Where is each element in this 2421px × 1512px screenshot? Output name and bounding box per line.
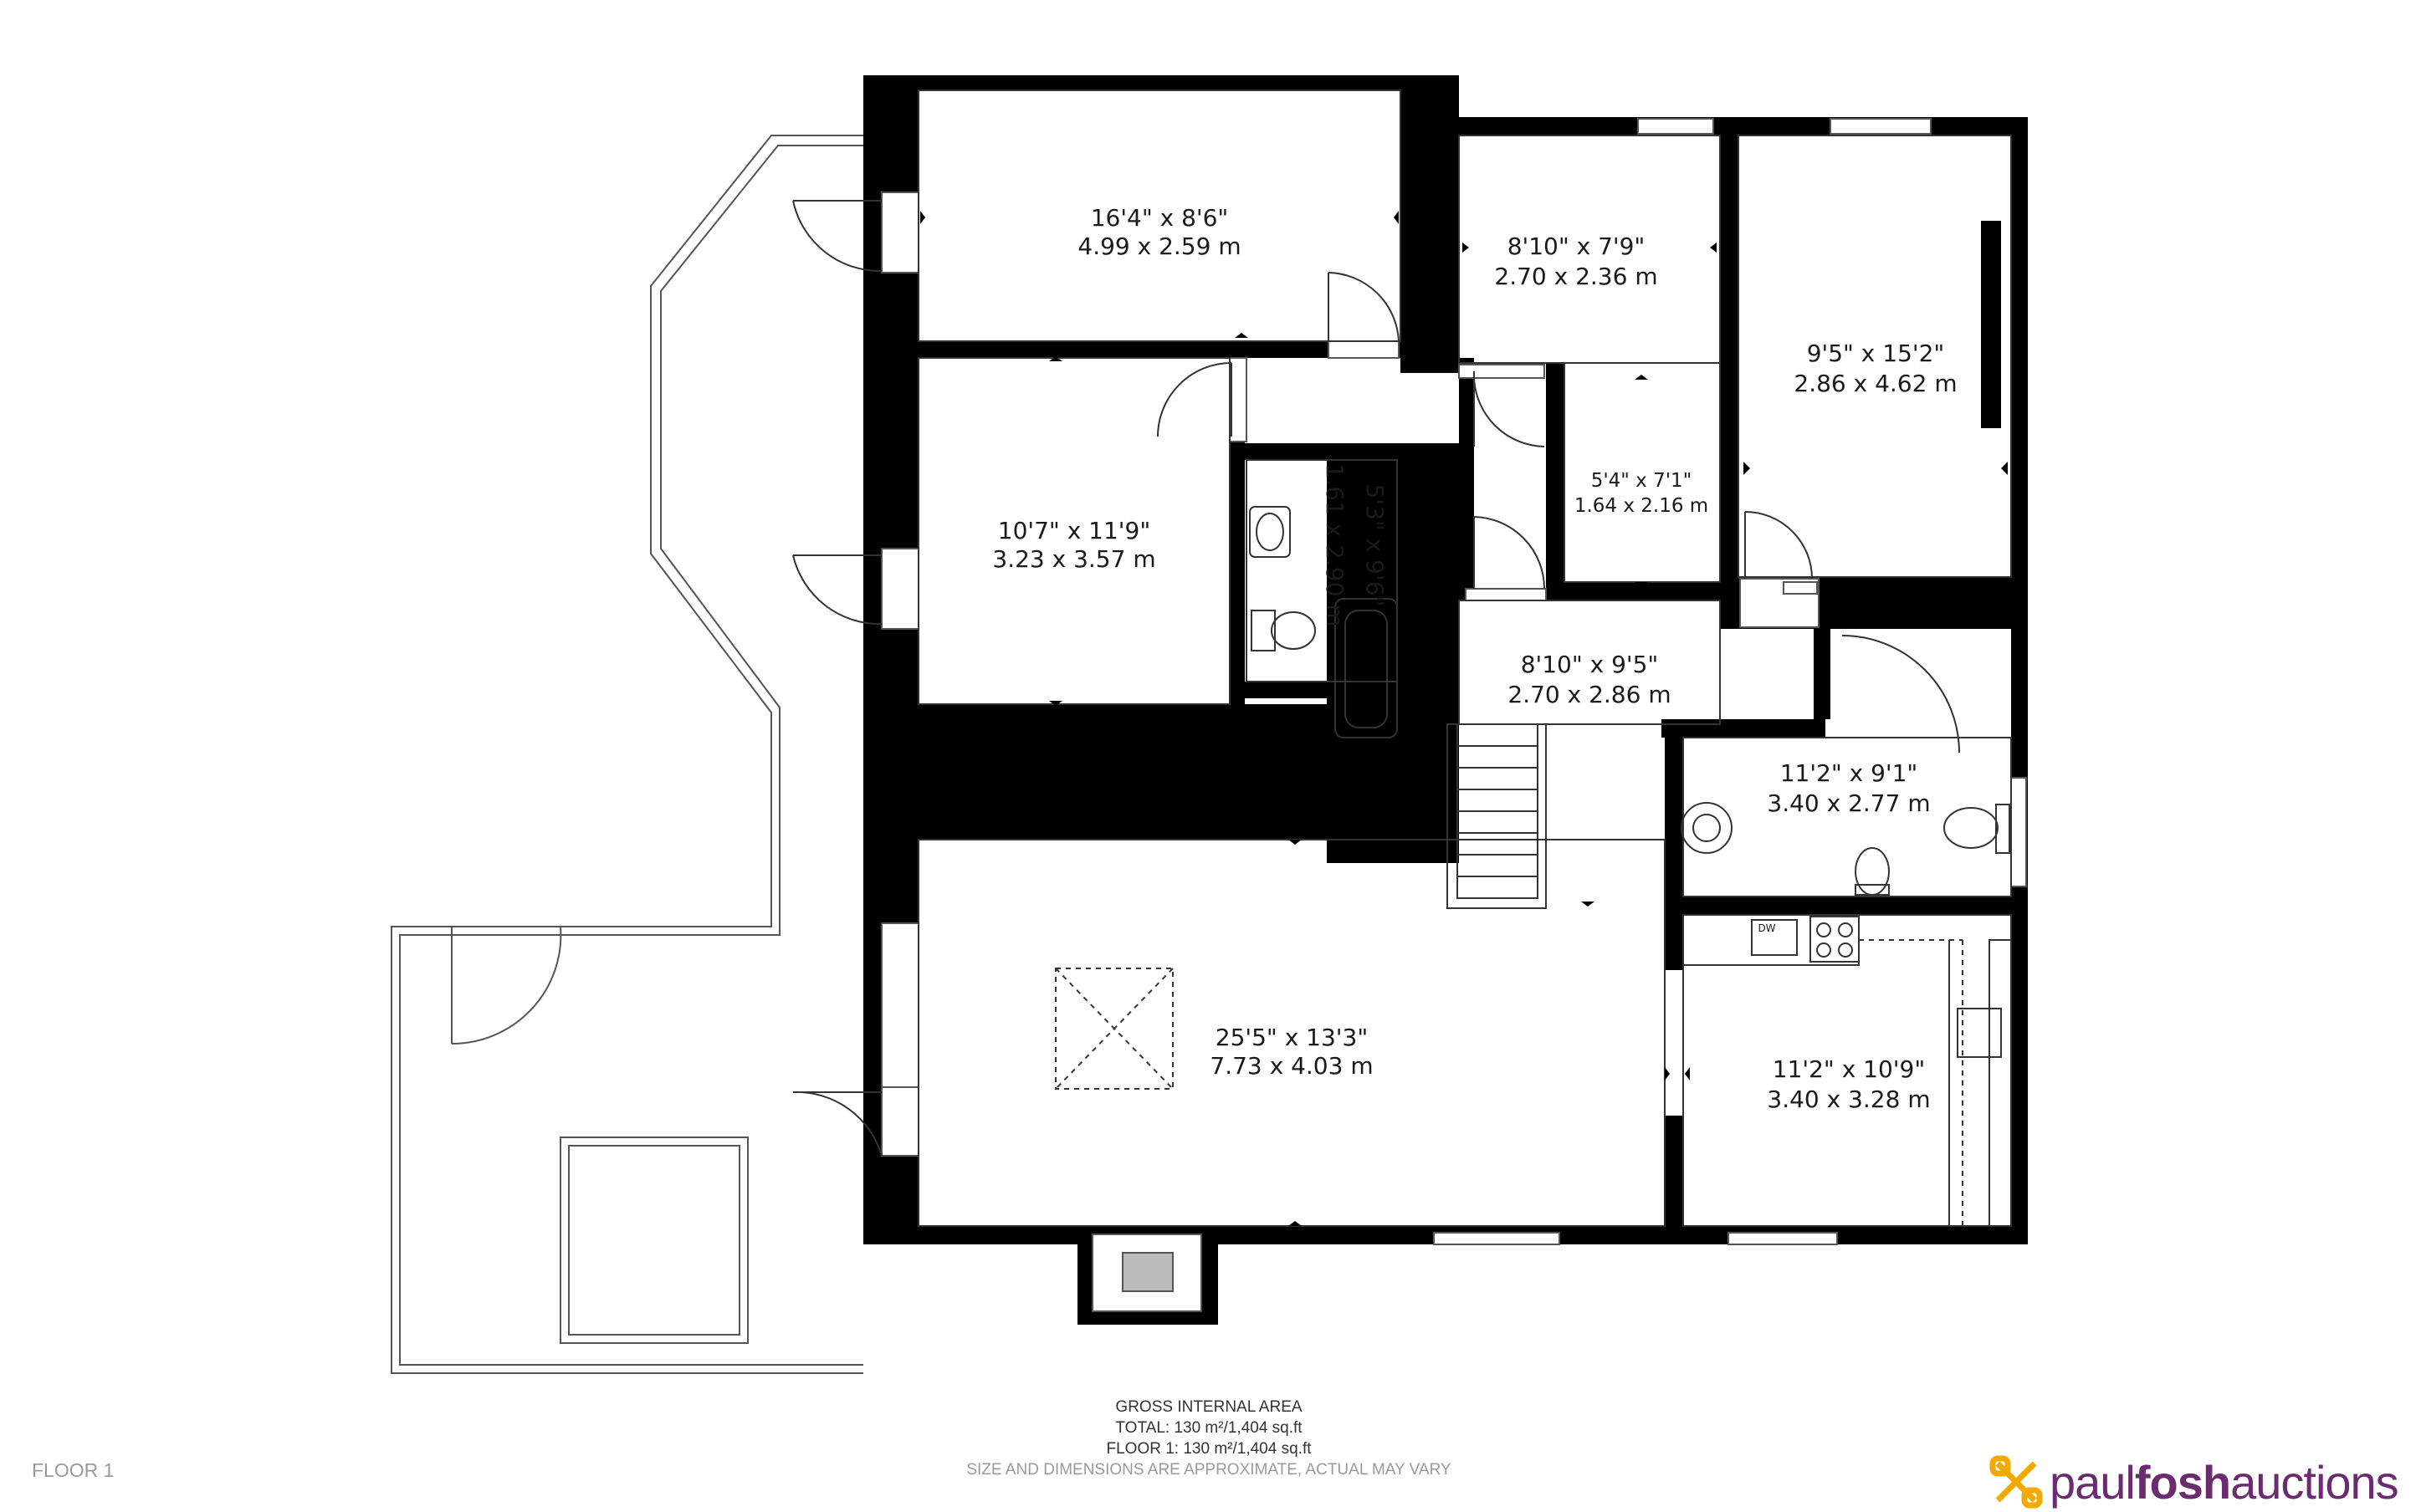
- size-disclaimer: SIZE AND DIMENSIONS ARE APPROXIMATE, ACT…: [966, 1461, 1451, 1479]
- room-label-kitchen-metric: 3.40 x 3.28 m: [1767, 1085, 1930, 1113]
- brand-part-paul: paul: [2050, 1456, 2136, 1509]
- gia-floor-area: FLOOR 1: 130 m²/1,404 sq.ft: [1106, 1440, 1312, 1458]
- gia-total: TOTAL: 130 m²/1,404 sq.ft: [1115, 1419, 1303, 1437]
- room-label-bathroom-small-imperial: 5'3" x 9'6": [1361, 484, 1389, 607]
- room-label-kitchen-imperial: 11'2" x 10'9": [1773, 1055, 1925, 1083]
- room-label-store-small-metric: 1.64 x 2.16 m: [1574, 495, 1708, 517]
- room-label-hall-imperial: 8'10" x 9'5": [1521, 651, 1659, 678]
- room-label-bathroom-right-imperial: 11'2" x 9'1": [1780, 759, 1918, 787]
- door-swings: [792, 200, 1960, 1157]
- room-label-bedroom-top-centre-imperial: 8'10" x 7'9": [1507, 232, 1646, 260]
- terrace-outline: [391, 135, 863, 1374]
- room-label-bedroom-top-right-imperial: 9'5" x 15'2": [1807, 340, 1945, 367]
- room-label-hall-metric: 2.70 x 2.86 m: [1507, 681, 1671, 708]
- room-label-bathroom-right-metric: 3.40 x 2.77 m: [1767, 789, 1930, 817]
- room-label-bedroom-top-left-imperial: 16'4" x 8'6": [1091, 204, 1229, 232]
- skylight: [1055, 968, 1174, 1090]
- walls: [863, 75, 2028, 1325]
- room-label-bedroom-mid-left-imperial: 10'7" x 11'9": [998, 517, 1150, 544]
- brand-part-auctions: auctions: [2230, 1456, 2399, 1509]
- gia-title: GROSS INTERNAL AREA: [1115, 1398, 1303, 1416]
- room-label-bedroom-top-right-metric: 2.86 x 4.62 m: [1794, 370, 1957, 397]
- room-label-bedroom-top-centre-metric: 2.70 x 2.36 m: [1494, 263, 1657, 290]
- room-label-living-room-imperial: 25'5" x 13'3": [1216, 1024, 1368, 1051]
- dishwasher-label: DW: [1758, 922, 1775, 934]
- room-label-bathroom-small-metric: 1.61 x 2.90 m: [1321, 463, 1349, 626]
- brand-part-fosh: fosh: [2134, 1456, 2231, 1509]
- floor-name: FLOOR 1: [32, 1459, 115, 1481]
- brand-mark-icon: [1989, 1455, 2043, 1509]
- brand-logo: paulfoshauctions: [1989, 1452, 2421, 1512]
- kitchen-fittings: [1682, 914, 2012, 1227]
- room-label-living-room-metric: 7.73 x 4.03 m: [1210, 1052, 1373, 1080]
- bathroom-fixtures: [1249, 506, 2010, 896]
- gross-internal-area: GROSS INTERNAL AREA TOTAL: 130 m²/1,404 …: [878, 1397, 1539, 1480]
- room-label-store-small-imperial: 5'4" x 7'1": [1591, 470, 1692, 492]
- dimension-ticks: [920, 211, 2008, 1226]
- room-label-bedroom-mid-left-metric: 3.23 x 3.57 m: [992, 545, 1155, 573]
- room-labels: 16'4" x 8'6" 4.99 x 2.59 m 10'7" x 11'9"…: [992, 204, 1957, 1113]
- room-label-bedroom-top-left-metric: 4.99 x 2.59 m: [1077, 232, 1241, 260]
- brand-wordmark: paulfoshauctions: [2050, 1455, 2399, 1509]
- wall-openings: [881, 118, 2027, 1312]
- staircase: [1446, 723, 1547, 909]
